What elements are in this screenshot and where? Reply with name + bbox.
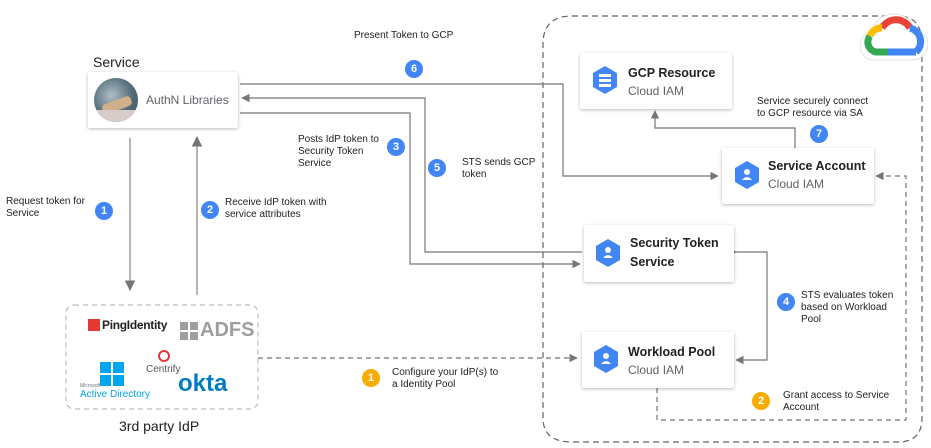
google-cloud-logo [860,13,928,61]
dashed-grant-access [656,171,907,421]
step-6-badge: 6 [405,60,423,78]
step-4-label: STS evaluates token based on Workload Po… [801,290,893,326]
step-2-line1: Receive IdP token with [225,197,327,208]
step-7-badge: 7 [810,125,828,143]
service-box[interactable]: AuthN Libraries [88,72,238,128]
step-5-badge: 5 [428,159,446,177]
step-5-label: STS sends GCP token [462,157,535,181]
workload-pool-title: Workload Pool [628,345,716,359]
step-4-line2: based on Workload [801,302,887,313]
setup-step-1-badge: 1 [362,369,380,387]
workload-pool-box[interactable]: Workload Pool Cloud IAM [582,332,734,388]
step-3-line2: Security Token [298,146,364,157]
arrow-post-idp-token [240,112,581,269]
okta-text: okta [178,370,228,397]
setup-step-1-line2: a Identity Pool [392,379,456,390]
centrify-icon [158,350,170,362]
setup-step-2-line1: Grant access to Service [783,390,890,401]
step-1-line1: Request token for [6,196,85,207]
service-account-subtitle: Cloud IAM [768,177,825,191]
storage-icon [593,66,617,94]
service-title: Service [93,54,140,70]
gcp-resource-title: GCP Resource [628,66,716,80]
arrow-sa-to-resource [650,110,796,148]
workload-pool-subtitle: Cloud IAM [628,363,685,377]
service-avatar [94,78,138,122]
step-3-badge: 3 [387,138,405,156]
setup-step-2-line2: Account [783,402,820,413]
gcp-resource-box[interactable]: GCP Resource Cloud IAM [580,53,732,109]
active-directory-text: Active Directory [80,389,151,400]
windows-icon [100,362,124,386]
adfs-text: ADFS [200,319,255,341]
step-3-label: Posts IdP token to Security Token Servic… [298,134,379,170]
service-account-title: Service Account [768,159,866,173]
centrify-text: Centrify [146,364,181,375]
step-1-label: Request token for Service [6,196,85,220]
arrow-sts-sends-token [241,93,582,253]
step-2-label: Receive IdP token with service attribute… [225,197,327,221]
setup-step-1-line1: Configure your IdP(s) to [392,367,499,378]
ping-identity-text: PingIdentity [102,318,168,332]
step-6-label: Present Token to GCP [354,30,453,42]
sts-title-line1: Security Token [630,236,719,250]
step-4-line3: Pool [801,314,822,325]
step-3-line3: Service [298,158,332,169]
step-3-line1: Posts IdP token to [298,134,379,145]
step-4-line1: STS evaluates token [801,290,894,301]
step-2-badge: 2 [201,201,219,219]
authn-libraries-label: AuthN Libraries [146,93,229,107]
sts-title-line2: Service [630,255,675,269]
gcp-resource-subtitle: Cloud IAM [628,84,685,98]
sts-icon [596,239,620,267]
step-7-line1: Service securely connect [757,96,869,107]
sts-box[interactable]: Security Token Service [584,225,734,282]
setup-step-1-label: Configure your IdP(s) to a Identity Pool [392,367,498,391]
ping-identity-logo [88,319,100,331]
microsoft-small-text: Microsoft [80,383,101,389]
adfs-icon [180,322,198,340]
idp-caption: 3rd party IdP [119,418,200,434]
step-7-label: Service securely connect to GCP resource… [757,96,868,120]
step-5-line2: token [462,169,487,180]
setup-step-2-badge: 2 [752,392,770,410]
service-account-box[interactable]: Service Account Cloud IAM [722,148,874,204]
arrow-sts-to-pool [728,247,768,365]
step-5-line1: STS sends GCP [462,157,536,168]
setup-step-2-label: Grant access to Service Account [783,390,889,414]
step-4-badge: 4 [777,293,795,311]
step-1-badge: 1 [95,202,113,220]
step-7-line2: to GCP resource via SA [757,108,863,119]
gcp-boundary [542,15,923,443]
step-2-line2: service attributes [225,209,301,220]
step-6-line1: Present Token to GCP [354,30,454,41]
arrow-present-token [240,83,719,181]
step-1-line2: Service [6,208,40,219]
service-account-icon [735,161,759,189]
workload-pool-icon [594,345,618,373]
